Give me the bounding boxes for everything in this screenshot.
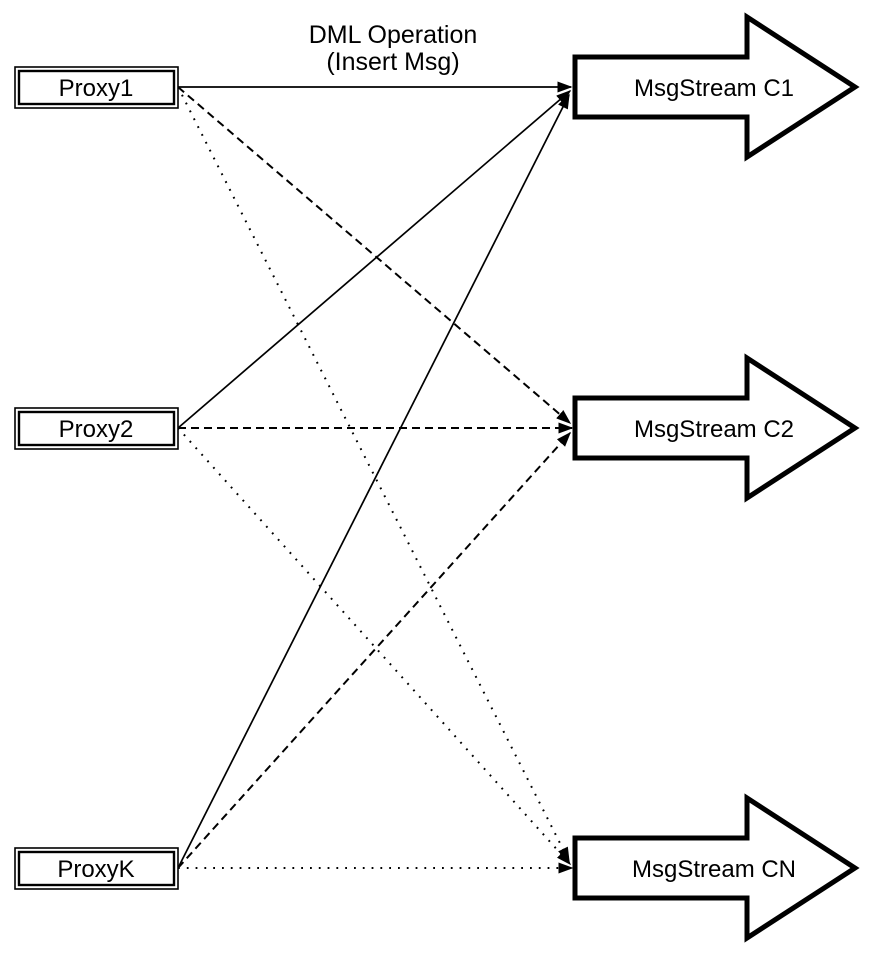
stream-cn-arrow-shape [572, 793, 860, 943]
stream-node-c1: MsgStream C1 [572, 12, 860, 162]
edge-proxyk-to-c2 [177, 431, 572, 869]
proxy-node-2: Proxy2 [14, 407, 179, 450]
stream-node-c2: MsgStream C2 [572, 353, 860, 503]
proxyk-box-inner [17, 850, 176, 887]
diagram-title-line2: (Insert Msg) [326, 48, 459, 76]
stream-c1-arrow-shape [572, 12, 860, 162]
stream-c2-label: MsgStream C2 [634, 416, 794, 443]
stream-cn-label: MsgStream CN [632, 856, 796, 883]
edge-proxy1-to-c2 [177, 86, 572, 424]
proxy1-label: Proxy1 [59, 75, 134, 102]
proxy1-box-inner [17, 69, 176, 106]
proxy-node-k: ProxyK [14, 847, 179, 890]
stream-c2-arrow-shape [572, 353, 860, 503]
edge-proxyk-to-c1 [177, 93, 570, 869]
edge-proxy1-to-cn [177, 86, 570, 863]
stream-node-cn: MsgStream CN [572, 793, 860, 943]
proxy-node-1: Proxy1 [14, 66, 179, 109]
stream-c1-label: MsgStream C1 [634, 75, 794, 102]
proxyk-label: ProxyK [57, 856, 134, 883]
proxy2-label: Proxy2 [59, 416, 134, 443]
edge-proxy2-to-cn [177, 427, 572, 866]
edge-proxy2-to-c1 [177, 90, 572, 429]
diagram-title-line1: DML Operation [309, 21, 478, 49]
proxy2-box-inner [17, 410, 176, 447]
